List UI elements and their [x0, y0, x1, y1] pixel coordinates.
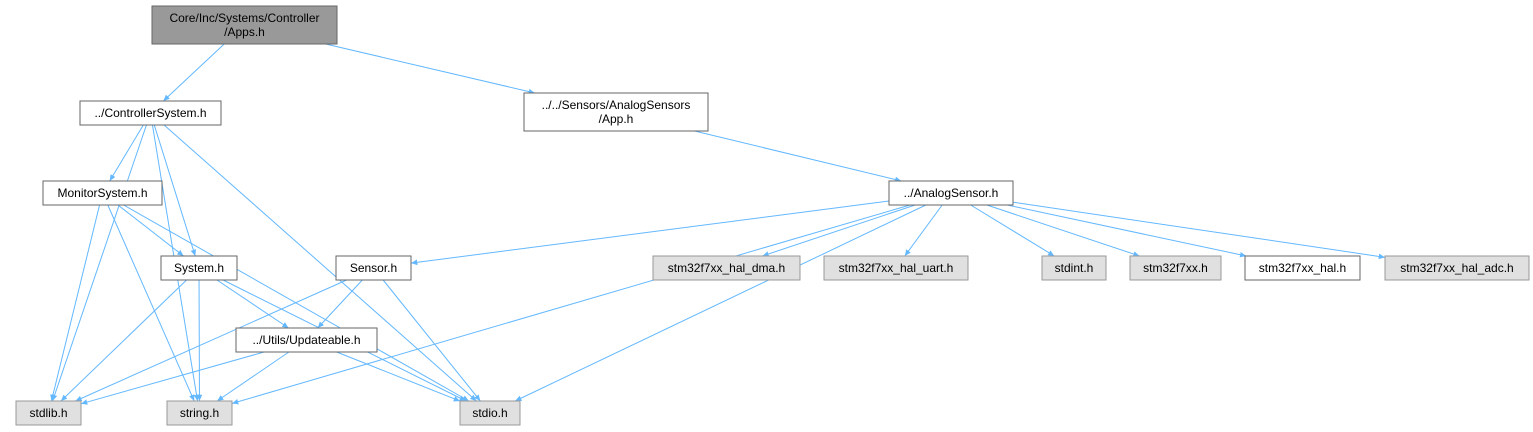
edge-analog-to-string: [231, 204, 911, 405]
edge-analog-to-hal: [1007, 204, 1247, 258]
node-hal_dma: stm32f7xx_hal_dma.h: [652, 255, 801, 281]
node-label-hal: stm32f7xx_hal.h: [1259, 261, 1346, 275]
edge-ctrlsys-to-stdio: [163, 124, 477, 402]
edge-updateable-to-stdio: [336, 351, 461, 402]
node-string: string.h: [166, 400, 233, 426]
node-box-app: [523, 92, 709, 132]
edge-system-to-updateable: [216, 279, 289, 329]
edge-ctrlsys-to-system: [153, 124, 197, 257]
node-hal_uart: stm32f7xx_hal_uart.h: [823, 255, 969, 281]
node-label-sensor: Sensor.h: [350, 261, 397, 275]
node-label-stdlib: stdlib.h: [29, 406, 67, 420]
node-box-stdlib: [15, 400, 82, 426]
edge-analog-to-hal_adc: [1012, 201, 1386, 260]
node-hal_adc: stm32f7xx_hal_adc.h: [1384, 255, 1530, 281]
edge-analog-to-stm32f7xx: [986, 204, 1140, 257]
edge-updateable-to-stdlib: [80, 351, 265, 405]
edge-ctrlsys-to-stdlib: [51, 124, 147, 402]
edge-monitor-to-string: [107, 204, 195, 402]
node-box-system: [160, 255, 238, 281]
node-apps[interactable]: Core/Inc/Systems/Controller/Apps.h: [151, 5, 338, 45]
node-box-analog: [888, 180, 1014, 206]
node-label-updateable: ../Utils/Updateable.h: [252, 333, 360, 347]
node-updateable[interactable]: ../Utils/Updateable.h: [235, 327, 378, 353]
node-label-system: System.h: [174, 261, 224, 275]
node-box-hal: [1244, 255, 1361, 281]
edge-sensor-to-updateable: [317, 279, 363, 329]
node-box-sensor: [335, 255, 412, 281]
node-label-apps: Core/Inc/Systems/Controller: [169, 11, 319, 25]
node-label-hal_dma: stm32f7xx_hal_dma.h: [668, 261, 785, 275]
node-system[interactable]: System.h: [160, 255, 238, 281]
edge-analog-to-stdio: [514, 204, 927, 402]
node-analog[interactable]: ../AnalogSensor.h: [888, 180, 1014, 206]
edge-sensor-to-stdio: [382, 279, 481, 402]
edge-updateable-to-string: [216, 351, 290, 402]
node-label-stdio: stdio.h: [472, 406, 507, 420]
edge-analog-to-stdint: [970, 204, 1055, 257]
node-stm32f7xx: stm32f7xx.h: [1129, 255, 1222, 281]
node-box-stm32f7xx: [1129, 255, 1222, 281]
edge-monitor-to-stdlib: [50, 204, 101, 402]
node-label-hal_adc: stm32f7xx_hal_adc.h: [1400, 261, 1513, 275]
node-label-analog: ../AnalogSensor.h: [904, 186, 999, 200]
node-label-app: /App.h: [599, 112, 634, 126]
node-label-string: string.h: [180, 406, 219, 420]
node-app[interactable]: ../../Sensors/AnalogSensors/App.h: [523, 92, 709, 132]
node-label-stm32f7xx: stm32f7xx.h: [1143, 261, 1208, 275]
node-monitor[interactable]: MonitorSystem.h: [42, 180, 163, 206]
edge-apps-to-ctrlsys: [162, 43, 225, 102]
node-stdlib: stdlib.h: [15, 400, 82, 426]
edge-sensor-to-stdlib: [75, 279, 347, 402]
node-label-monitor: MonitorSystem.h: [57, 186, 147, 200]
node-label-app: ../../Sensors/AnalogSensors: [542, 98, 691, 112]
node-box-ctrlsys: [79, 100, 222, 126]
node-box-apps: [151, 5, 338, 45]
edge-ctrlsys-to-monitor: [109, 124, 144, 182]
node-sensor[interactable]: Sensor.h: [335, 255, 412, 281]
edge-system-to-stdlib: [60, 279, 187, 402]
node-box-string: [166, 400, 233, 426]
node-box-monitor: [42, 180, 163, 206]
node-box-hal_dma: [652, 255, 801, 281]
node-label-ctrlsys: ../ControllerSystem.h: [94, 106, 206, 120]
node-box-stdio: [459, 400, 521, 426]
edge-analog-to-sensor: [410, 200, 890, 266]
node-stdint: stdint.h: [1041, 255, 1107, 281]
node-box-hal_uart: [823, 255, 969, 281]
node-stdio: stdio.h: [459, 400, 521, 426]
dependency-nodes: Core/Inc/Systems/Controller/Apps.h ../Con…: [15, 5, 1530, 426]
node-label-hal_uart: stm32f7xx_hal_uart.h: [839, 261, 954, 275]
edge-analog-to-hal_uart: [904, 204, 943, 257]
node-ctrlsys[interactable]: ../ControllerSystem.h: [79, 100, 222, 126]
node-label-stdint: stdint.h: [1055, 261, 1094, 275]
edge-apps-to-app: [325, 43, 535, 95]
edge-monitor-to-system: [117, 204, 184, 257]
node-box-stdint: [1041, 255, 1107, 281]
node-box-updateable: [235, 327, 378, 353]
node-box-hal_adc: [1384, 255, 1530, 281]
node-label-apps: /Apps.h: [224, 25, 265, 39]
edge-app-to-analog: [694, 130, 902, 183]
edge-analog-to-hal_dma: [762, 204, 916, 257]
node-hal[interactable]: stm32f7xx_hal.h: [1244, 255, 1361, 281]
